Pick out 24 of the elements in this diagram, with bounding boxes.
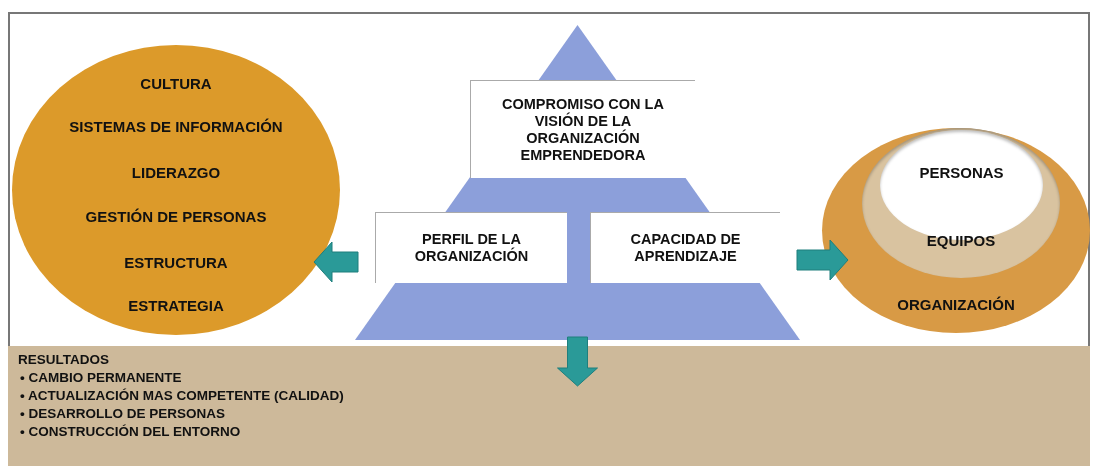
ring-label: EQUIPOS [925, 232, 997, 249]
box-text: CAPACIDAD DE APRENDIZAJE [629, 231, 742, 265]
text-box [375, 212, 567, 283]
box-text: COMPROMISO CON LA VISIÓN DE LA ORGANIZACIÓN EMPRENDEDORA [501, 95, 665, 164]
circle-label: GESTIÓN DE PERSONAS [84, 208, 268, 225]
circle-label: SISTEMAS DE INFORMACIÓN [68, 118, 284, 135]
results-panel [8, 346, 1090, 466]
bullet-item: • CAMBIO PERMANENTE [20, 369, 182, 386]
text-box [590, 212, 780, 283]
bullet-item: • DESARROLLO DE PERSONAS [20, 405, 225, 422]
ring-label: PERSONAS [918, 164, 1005, 181]
circle-label: ESTRUCTURA [123, 254, 229, 271]
ring-label: ORGANIZACIÓN [896, 296, 1016, 313]
circle-label: CULTURA [139, 75, 213, 92]
panel-heading: RESULTADOS [18, 351, 109, 368]
block-arrow [796, 239, 849, 281]
bullet-item: • ACTUALIZACIÓN MAS COMPETENTE (CALIDAD) [20, 387, 344, 404]
block-arrow [557, 336, 598, 387]
circle-label: ESTRATEGIA [127, 297, 225, 314]
block-arrow [313, 241, 359, 283]
box-text: PERFIL DE LA ORGANIZACIÓN [413, 231, 530, 265]
text-box [470, 80, 695, 178]
circle-label: LIDERAZGO [130, 164, 222, 181]
bullet-item: • CONSTRUCCIÓN DEL ENTORNO [20, 423, 241, 440]
